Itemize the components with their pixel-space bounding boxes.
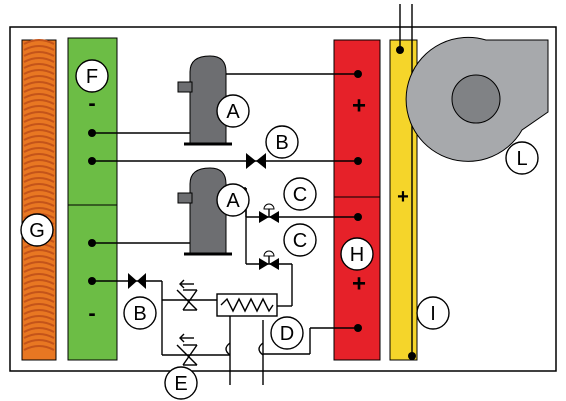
- label-c-top-text: C: [293, 184, 307, 206]
- label-a-bottom: A: [216, 183, 250, 217]
- heat-exchanger-icon: [216, 293, 278, 356]
- check-valve-icon: [246, 153, 266, 169]
- label-c-bottom-text: C: [293, 230, 307, 252]
- label-i-text: I: [430, 303, 436, 325]
- label-c-bottom: C: [283, 223, 317, 257]
- yellow-manifold: +: [389, 4, 418, 361]
- label-f: F: [75, 59, 109, 93]
- label-d: D: [270, 316, 304, 350]
- yellow-sign: +: [397, 186, 409, 208]
- coil-icon: [21, 39, 57, 361]
- fan-icon: [405, 36, 549, 162]
- solenoid-valve-icon: [259, 203, 279, 223]
- label-l-text: L: [516, 148, 527, 170]
- compressor-icon: [177, 167, 232, 256]
- label-a-top: A: [216, 94, 250, 128]
- expansion-valve-icon: [176, 333, 198, 366]
- piping: [92, 73, 358, 385]
- label-g-text: G: [29, 220, 45, 242]
- label-h-text: H: [350, 244, 364, 266]
- green-bottom-sign: -: [88, 301, 95, 326]
- label-f-text: F: [86, 66, 98, 88]
- label-d-text: D: [280, 323, 294, 345]
- label-a-top-text: A: [226, 101, 240, 123]
- label-l: L: [505, 141, 539, 175]
- label-b-top: B: [265, 125, 299, 159]
- label-i: I: [416, 296, 450, 330]
- label-c-top: C: [283, 177, 317, 211]
- connection-points: [88, 70, 362, 332]
- label-b-top-text: B: [275, 132, 288, 154]
- solenoid-valve-icon: [259, 250, 279, 270]
- red-top-sign: +: [352, 93, 366, 120]
- label-h: H: [340, 237, 374, 271]
- expansion-valve-icon: [176, 279, 198, 311]
- label-g: G: [20, 213, 54, 247]
- green-top-sign: -: [88, 91, 95, 116]
- label-e-text: E: [174, 373, 187, 395]
- compressor-icon: [177, 55, 232, 146]
- label-b-bottom-text: B: [133, 303, 146, 325]
- check-valve-icon: [128, 273, 146, 289]
- red-bottom-sign: +: [352, 271, 366, 298]
- label-a-bottom-text: A: [226, 190, 240, 212]
- hot-manifold: + +: [333, 39, 381, 361]
- label-e: E: [164, 366, 198, 400]
- label-b-bottom: B: [123, 296, 157, 330]
